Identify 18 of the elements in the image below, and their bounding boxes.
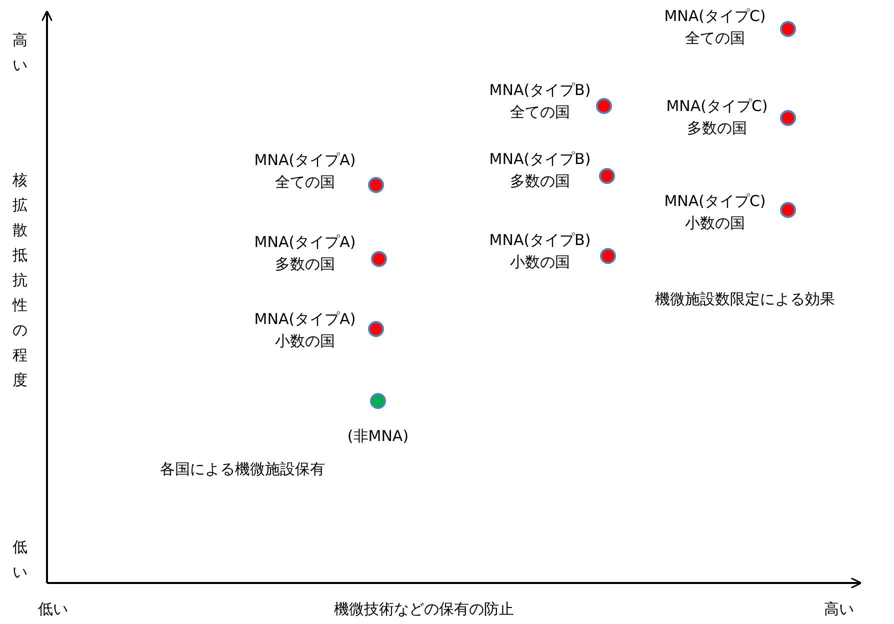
point-label: MNA(タイプA) 全ての国 — [253, 150, 357, 193]
point-label: MNA(タイプC) 小数の国 — [663, 191, 767, 234]
y-axis-title: 核拡散抵抗性の程度 — [12, 170, 28, 391]
axis-end-label: 低い — [38, 600, 68, 618]
point-label: MNA(タイプA) 多数の国 — [253, 232, 357, 275]
x-axis-title: 機微技術などの保有の防止 — [334, 600, 514, 618]
point-label: MNA(タイプB) 多数の国 — [488, 149, 592, 192]
point-label: MNA(タイプC) 全ての国 — [663, 6, 767, 49]
point-label: MNA(タイプB) 小数の国 — [488, 230, 592, 273]
point-label: MNA(タイプC) 多数の国 — [665, 96, 769, 139]
point-label: MNA(タイプB) 全ての国 — [488, 80, 592, 123]
axis-end-label: 高い — [12, 30, 28, 76]
note-text: 機微施設数限定による効果 — [655, 290, 835, 308]
note-text: 各国による機微施設保有 — [160, 460, 325, 478]
point-label: MNA(タイプA) 小数の国 — [253, 309, 357, 352]
axis-end-label: 高い — [824, 600, 854, 618]
point-label: (非MNA) — [346, 426, 410, 447]
axis-end-label: 低い — [12, 537, 28, 583]
